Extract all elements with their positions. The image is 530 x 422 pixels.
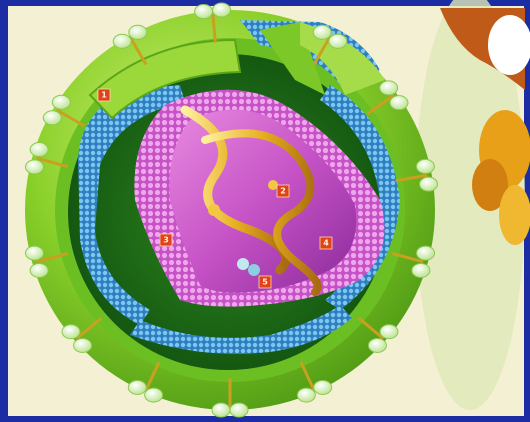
label-5: 5	[259, 276, 271, 288]
svg-text:2: 2	[280, 187, 286, 196]
svg-text:3: 3	[163, 236, 169, 245]
svg-text:5: 5	[262, 278, 268, 287]
label-1: 1	[98, 89, 110, 101]
label-4: 4	[320, 237, 332, 249]
svg-text:1: 1	[101, 91, 107, 100]
label-2: 2	[277, 185, 289, 197]
svg-text:4: 4	[323, 239, 329, 248]
label-3: 3	[160, 234, 172, 246]
